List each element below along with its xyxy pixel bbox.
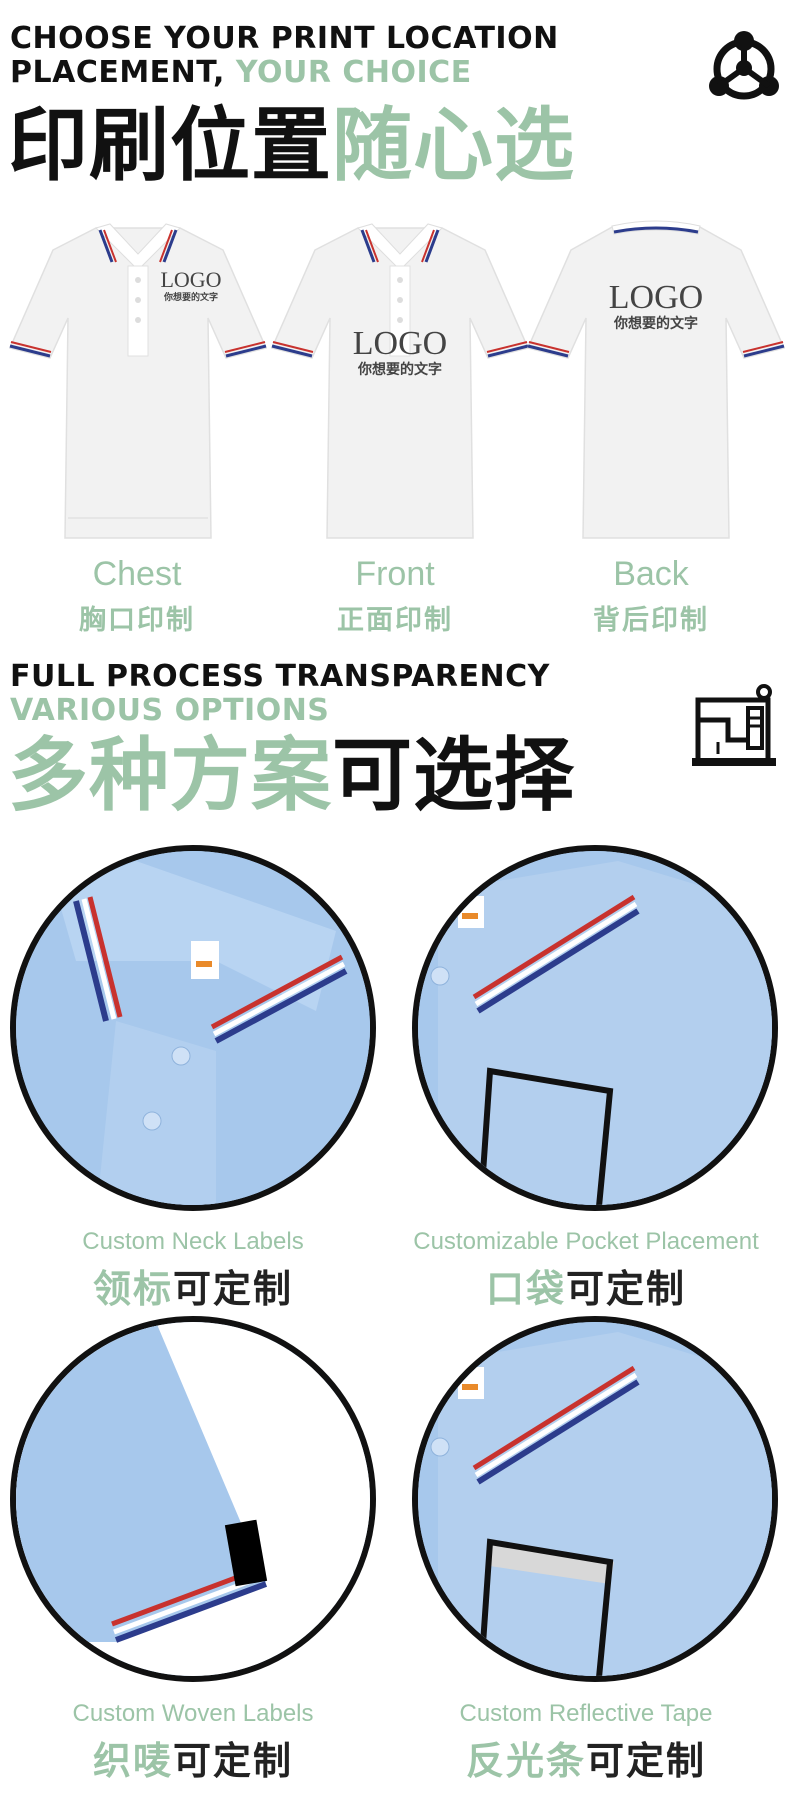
heading-cn-green: 随心选 [332, 99, 575, 192]
front-logo-caption: 你想要的文字 [358, 362, 442, 378]
front-logo-text: LOGO [352, 325, 448, 362]
chest-logo-text: LOGO [160, 267, 222, 292]
woven-label-cn-green: 织唛 [92, 1739, 173, 1783]
woven-label-en: Custom Woven Labels [72, 1700, 314, 1727]
neck-label-cn-dark: 可定制 [173, 1267, 294, 1311]
pocket-label-cn: 口袋可定制 [386, 1258, 786, 1313]
neck-label-circle [10, 845, 376, 1211]
front-label-en: Front [355, 555, 435, 593]
chest-label-en: Chest [92, 555, 182, 593]
options-heading-cn: 多种方案可选择 [8, 730, 575, 822]
print-location-heading-en: CHOOSE YOUR PRINT LOCATION PLACEMENT, YO… [10, 22, 650, 90]
options-heading-line-1: FULL PROCESS TRANSPARENCY [10, 659, 550, 694]
shirt-front: LOGO 你想要的文字 [270, 218, 530, 543]
chest-logo-caption: 你想要的文字 [163, 293, 218, 303]
pocket-label-cn-green: 口袋 [485, 1267, 566, 1311]
hub-network-icon [705, 28, 783, 106]
heading-line-2: PLACEMENT, YOUR CHOICE [10, 56, 650, 90]
woven-label-circle [10, 1316, 376, 1682]
reflective-tape-en: Custom Reflective Tape [459, 1700, 713, 1727]
reflective-tape-circle [412, 1316, 778, 1682]
options-heading-cn-dark: 可选择 [332, 729, 575, 822]
woven-label-cn-dark: 可定制 [173, 1739, 294, 1783]
front-label-cn: 正面印制 [337, 605, 453, 636]
heading-line-2-green: YOUR CHOICE [224, 55, 472, 90]
back-logo-caption: 你想要的文字 [614, 316, 698, 332]
heading-line-2-dark: PLACEMENT, [10, 55, 225, 90]
shirt-back: LOGO 你想要的文字 [526, 218, 786, 543]
reflective-tape-cn: 反光条可定制 [386, 1730, 786, 1785]
neck-label-cn: 领标可定制 [0, 1258, 393, 1313]
back-label-en: Back [613, 555, 689, 593]
reflective-tape-cn-green: 反光条 [465, 1739, 586, 1783]
chest-logo-mark: LOGO 你想要的文字 [146, 268, 236, 304]
back-logo-mark: LOGO 你想要的文字 [586, 279, 726, 333]
pocket-label-en: Customizable Pocket Placement [413, 1228, 759, 1255]
options-heading-line-2: VARIOUS OPTIONS [10, 693, 330, 728]
reflective-tape-cn-dark: 可定制 [586, 1739, 707, 1783]
woven-label-cn: 织唛可定制 [0, 1730, 393, 1785]
neck-label-cn-green: 领标 [92, 1267, 173, 1311]
front-logo-mark: LOGO 你想要的文字 [330, 325, 470, 379]
shirt-chest: LOGO 你想要的文字 [8, 218, 268, 543]
heading-line-1: CHOOSE YOUR PRINT LOCATION [10, 21, 559, 56]
neck-label-en: Custom Neck Labels [82, 1228, 304, 1255]
pocket-circle [412, 845, 778, 1211]
pocket-label-cn-dark: 可定制 [566, 1267, 687, 1311]
print-location-heading-cn: 印刷位置随心选 [8, 100, 575, 192]
back-logo-text: LOGO [608, 279, 704, 316]
back-label-cn: 背后印制 [593, 605, 709, 636]
options-heading-en: FULL PROCESS TRANSPARENCY VARIOUS OPTION… [10, 660, 650, 728]
chest-label-cn: 胸口印制 [79, 605, 195, 636]
options-heading-cn-green: 多种方案 [8, 729, 332, 822]
heading-cn-dark: 印刷位置 [8, 99, 332, 192]
sewing-machine-icon [688, 680, 780, 772]
